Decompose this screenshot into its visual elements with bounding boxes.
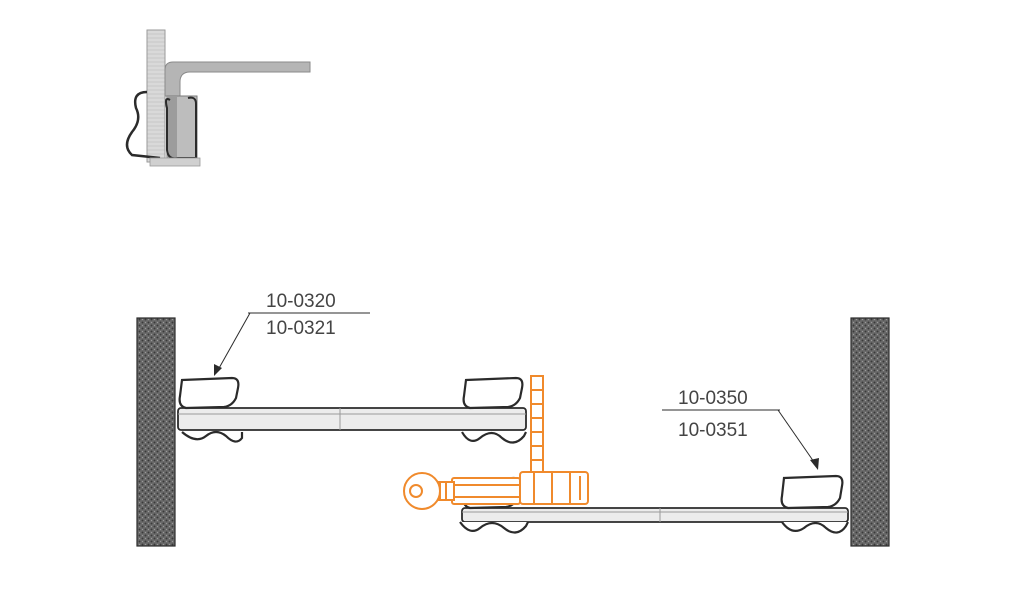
callout-right-code-2: 10-0351 bbox=[678, 420, 748, 441]
corner-profile-detail-icon bbox=[125, 29, 311, 167]
detail-glass-strip bbox=[146, 29, 166, 163]
callout-right-code-1: 10-0350 bbox=[678, 388, 748, 409]
lower-glass-rail bbox=[461, 507, 849, 523]
lower-right-top-seal bbox=[780, 474, 844, 510]
detail-angle-bracket bbox=[164, 61, 311, 97]
lower-left-bottom-seal bbox=[459, 521, 529, 534]
lower-right-bottom-seal bbox=[781, 521, 849, 534]
right-wall-icon bbox=[850, 317, 890, 547]
upper-glass-rail bbox=[177, 407, 527, 431]
callout-left-arrowhead bbox=[214, 364, 222, 376]
callout-left-seals: 10-0320 10-0321 bbox=[214, 291, 370, 376]
upper-left-top-seal bbox=[178, 376, 240, 410]
upper-glass-panel bbox=[177, 376, 527, 444]
callout-left-leader bbox=[217, 312, 251, 371]
detail-seal-profile bbox=[125, 90, 161, 160]
callout-right-leader bbox=[777, 409, 815, 463]
upper-left-bottom-seal bbox=[181, 430, 244, 443]
upper-right-bottom-seal bbox=[461, 431, 527, 444]
callout-right-seals: 10-0350 10-0351 bbox=[662, 388, 819, 470]
callout-left-code-2: 10-0321 bbox=[266, 318, 336, 339]
detail-seal-inner bbox=[165, 96, 197, 160]
upper-right-top-seal bbox=[462, 376, 524, 410]
callout-right-arrowhead bbox=[810, 458, 819, 470]
callout-left-code-1: 10-0320 bbox=[266, 291, 336, 312]
left-wall-icon bbox=[136, 317, 176, 547]
cylinder-lock-key-icon bbox=[403, 375, 589, 510]
